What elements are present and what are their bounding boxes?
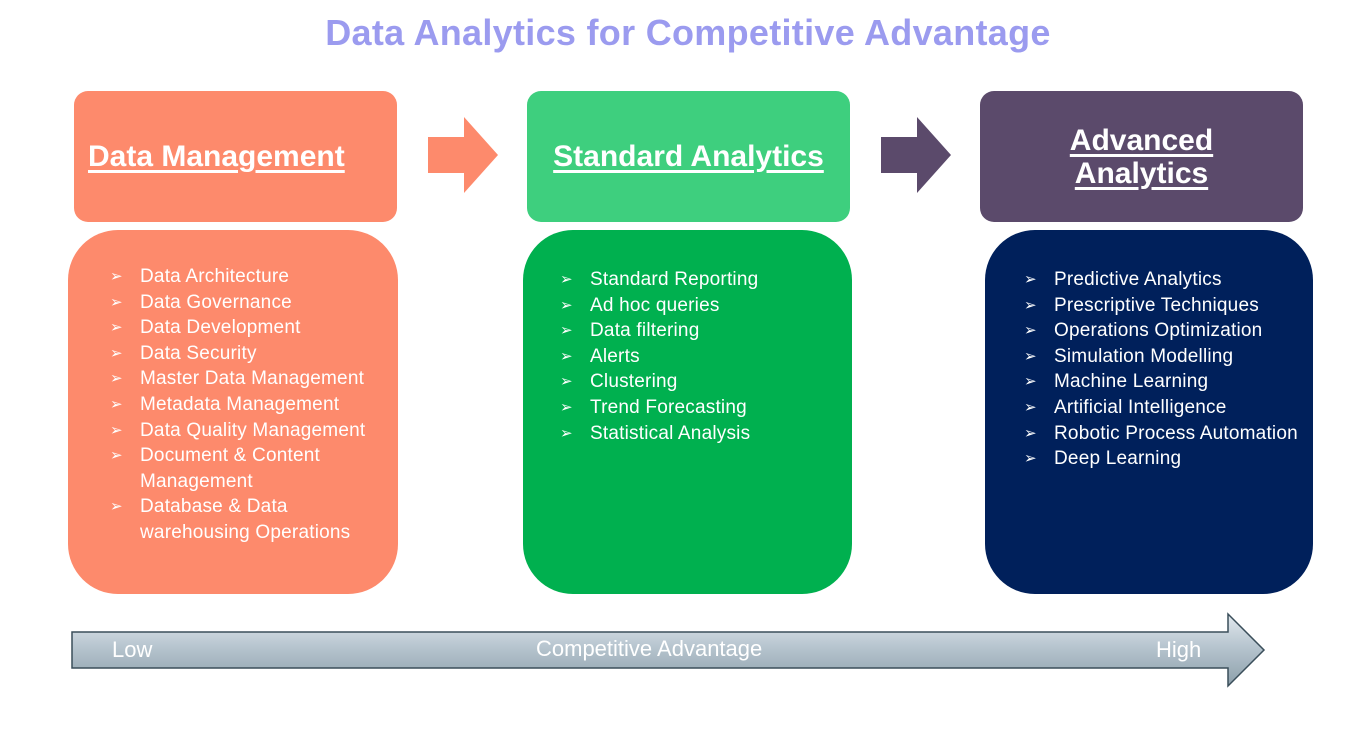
arrowhead-bullet-icon: ➢ bbox=[110, 421, 123, 439]
list-item-text: Trend Forecasting bbox=[590, 396, 747, 418]
list-item: ➢ Database & Data warehousing Operations bbox=[110, 494, 395, 545]
data-management-heading: Data Management bbox=[88, 140, 345, 173]
arrowhead-bullet-icon: ➢ bbox=[110, 447, 123, 465]
list-item-text: Master Data Management bbox=[140, 368, 365, 390]
arrowhead-bullet-icon: ➢ bbox=[1024, 373, 1037, 391]
list-item-text: Standard Reporting bbox=[590, 269, 759, 290]
scale-title-label: Competitive Advantage bbox=[536, 636, 763, 661]
arrowhead-bullet-icon: ➢ bbox=[110, 498, 123, 516]
arrowhead-bullet-icon: ➢ bbox=[1024, 347, 1037, 365]
list-item-text: Simulation Modelling bbox=[1054, 345, 1234, 367]
competitive-advantage-arrow bbox=[71, 612, 1266, 688]
list-item-text: Data filtering bbox=[590, 320, 700, 342]
list-item-text: Artificial Intelligence bbox=[1054, 396, 1227, 418]
advanced-analytics-heading: Advanced Analytics bbox=[1069, 123, 1214, 190]
standard-analytics-box: ➢ Standard Reporting ➢ Ad hoc queries ➢ Data … bbox=[523, 230, 852, 594]
advanced-analytics-list: ➢ Predictive Analytics ➢ Prescriptive Techn… bbox=[1024, 267, 1309, 472]
arrowhead-bullet-icon: ➢ bbox=[560, 424, 573, 442]
list-item: ➢ Data filtering bbox=[560, 318, 845, 344]
list-item-text: Clustering bbox=[590, 371, 678, 393]
arrowhead-bullet-icon: ➢ bbox=[110, 370, 123, 388]
arrowhead-bullet-icon: ➢ bbox=[1024, 322, 1037, 340]
right-arrow-icon bbox=[428, 117, 498, 193]
advanced-analytics-header: Advanced Analytics bbox=[980, 91, 1303, 222]
scale-low-label: Low bbox=[112, 637, 153, 662]
list-item-text: Data Security bbox=[140, 342, 257, 364]
diagram-title: Data Analytics for Competitive Advantage bbox=[325, 12, 1051, 53]
arrowhead-bullet-icon: ➢ bbox=[1024, 296, 1037, 314]
scale-high-label: High bbox=[1156, 637, 1202, 662]
arrowhead-bullet-icon: ➢ bbox=[560, 398, 573, 416]
arrowhead-bullet-icon: ➢ bbox=[560, 373, 573, 391]
list-item: ➢ Artificial Intelligence bbox=[1024, 395, 1309, 421]
arrowhead-bullet-icon: ➢ bbox=[110, 395, 123, 413]
arrowhead-bullet-icon: ➢ bbox=[1024, 271, 1037, 288]
standard-analytics-header: Standard Analytics bbox=[527, 91, 850, 222]
list-item: ➢ Standard Reporting bbox=[560, 267, 845, 293]
list-item: ➢ Data Architecture bbox=[110, 264, 395, 290]
arrowhead-bullet-icon: ➢ bbox=[560, 296, 573, 314]
list-item: ➢ Data Governance bbox=[110, 290, 395, 316]
arrowhead-bullet-icon: ➢ bbox=[1024, 450, 1037, 468]
advanced-analytics-box: ➢ Predictive Analytics ➢ Prescriptive Techn… bbox=[985, 230, 1313, 594]
list-item: ➢ Metadata Management bbox=[110, 392, 395, 418]
list-item: ➢ Machine Learning bbox=[1024, 369, 1309, 395]
list-item: ➢ Data Security bbox=[110, 341, 395, 367]
list-item-text: Deep Learning bbox=[1054, 448, 1182, 470]
arrowhead-bullet-icon: ➢ bbox=[110, 293, 123, 311]
list-item-text: Data Architecture bbox=[140, 266, 290, 287]
list-item-text: Statistical Analysis bbox=[590, 422, 751, 444]
arrowhead-bullet-icon: ➢ bbox=[110, 268, 123, 285]
list-item: ➢ Simulation Modelling bbox=[1024, 344, 1309, 370]
data-management-box: ➢ Data Architecture ➢ Data Governance ➢ Data … bbox=[68, 230, 398, 594]
list-item: ➢ Data Development bbox=[110, 315, 395, 341]
list-item-text: Ad hoc queries bbox=[590, 294, 720, 316]
list-item: ➢ Ad hoc queries bbox=[560, 293, 845, 319]
right-arrow-icon bbox=[881, 117, 951, 193]
list-item: ➢ Prescriptive Techniques bbox=[1024, 293, 1309, 319]
list-item: ➢ Robotic Process Automation bbox=[1024, 421, 1309, 447]
standard-analytics-heading: Standard Analytics bbox=[553, 140, 824, 173]
list-item-text: Metadata Management bbox=[140, 393, 340, 415]
standard-analytics-list: ➢ Standard Reporting ➢ Ad hoc queries ➢ Data … bbox=[560, 267, 845, 446]
list-item-text: Database & Data warehousing Operations bbox=[140, 496, 351, 543]
list-item-text: Prescriptive Techniques bbox=[1054, 294, 1259, 316]
list-item: ➢ Clustering bbox=[560, 369, 845, 395]
list-item-text: Operations Optimization bbox=[1054, 320, 1263, 342]
list-item-text: Machine Learning bbox=[1054, 371, 1209, 393]
list-item: ➢ Statistical Analysis bbox=[560, 421, 845, 447]
list-item: ➢ Deep Learning bbox=[1024, 446, 1309, 472]
arrowhead-bullet-icon: ➢ bbox=[560, 347, 573, 365]
list-item-text: Robotic Process Automation bbox=[1054, 422, 1298, 444]
arrowhead-bullet-icon: ➢ bbox=[560, 322, 573, 340]
list-item: ➢ Trend Forecasting bbox=[560, 395, 845, 421]
list-item-text: Data Governance bbox=[140, 291, 292, 313]
list-item-text: Data Development bbox=[140, 317, 301, 339]
data-management-header: Data Management bbox=[74, 91, 397, 222]
list-item-text: Predictive Analytics bbox=[1054, 269, 1222, 290]
list-item: ➢ Alerts bbox=[560, 344, 845, 370]
list-item: ➢ Data Quality Management bbox=[110, 418, 395, 444]
arrowhead-bullet-icon: ➢ bbox=[560, 271, 573, 288]
data-management-list: ➢ Data Architecture ➢ Data Governance ➢ Data … bbox=[110, 264, 395, 546]
list-item: ➢ Master Data Management bbox=[110, 366, 395, 392]
list-item: ➢ Document & Content Management bbox=[110, 443, 395, 494]
arrowhead-bullet-icon: ➢ bbox=[1024, 424, 1037, 442]
list-item: ➢ Operations Optimization bbox=[1024, 318, 1309, 344]
list-item-text: Data Quality Management bbox=[140, 419, 366, 441]
arrowhead-bullet-icon: ➢ bbox=[110, 344, 123, 362]
list-item-text: Alerts bbox=[590, 345, 640, 367]
list-item-text: Document & Content Management bbox=[140, 445, 320, 492]
arrowhead-bullet-icon: ➢ bbox=[110, 319, 123, 337]
list-item: ➢ Predictive Analytics bbox=[1024, 267, 1309, 293]
arrowhead-bullet-icon: ➢ bbox=[1024, 398, 1037, 416]
